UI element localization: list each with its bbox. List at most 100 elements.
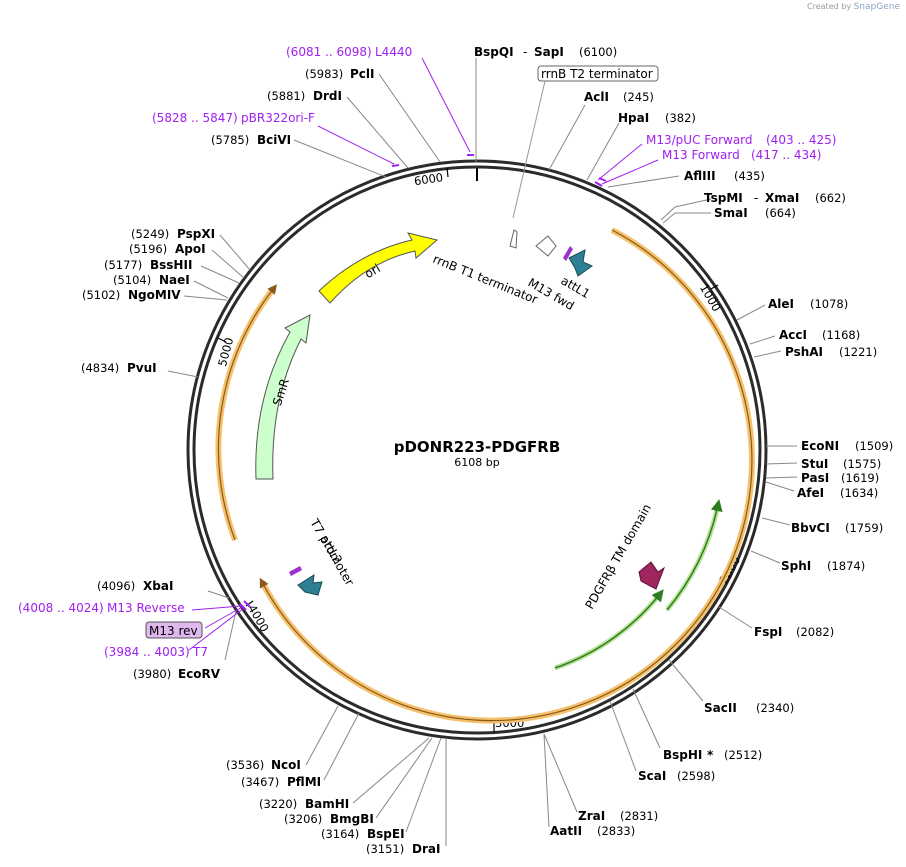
m13-rev-box-label: M13 rev [149,624,198,638]
enzyme-ncoi: NcoI [271,758,301,772]
ori-feature [318,232,439,304]
enzyme-bspei: BspEI [367,827,405,841]
enzyme-pspxi: PspXI [177,227,215,241]
enzyme-afei: AfeI [797,486,824,500]
enzyme-bcivi: BciVI [257,133,291,147]
primer-pbr322-range: (5828 .. 5847) [152,111,238,125]
enzyme-aatii: AatII [550,824,582,838]
enzyme-fspi: FspI [754,625,782,639]
primer-m13fwd-name: M13 Forward [662,148,740,162]
enzyme-bmgbi-pos: (3206) [284,812,322,826]
primer-m13rev-range: (4008 .. 4024) [18,601,104,615]
enzyme-bspei-pos: (3164) [321,827,359,841]
enzyme-bcivi-pos: (5785) [211,133,249,147]
enzyme-stui: StuI [801,457,828,471]
enzyme-ncoi-pos: (3536) [226,758,264,772]
primer-m13puc-name: M13/pUC Forward [646,133,753,147]
enzyme-naei-pos: (5104) [113,273,151,287]
enzyme-drdi: DrdI [313,89,342,103]
credit-prefix: Created by [807,2,852,11]
rrnb-t2-label: rrnB T2 terminator [541,67,653,81]
enzyme-xmai: XmaI [765,191,799,205]
plasmid-name: pDONR223-PDGFRB [394,438,561,456]
enzyme-aflii-pos: (435) [734,169,765,183]
enzyme-pshai: PshAI [785,345,823,359]
enzyme-apoi-pos: (5196) [129,242,167,256]
enzyme-sapi: SapI [534,45,564,59]
backbone-inner [192,165,762,735]
enzyme-bsphi-pos: (2512) [724,748,762,762]
pdgfrb-tm-feature [638,561,666,590]
rrnb-t1-feature [509,229,518,249]
enzyme-pcli-pos: (5983) [305,67,343,81]
primer-t7-name: T7 [192,645,208,659]
enzyme-pasi: PasI [801,471,829,485]
primer-pbr322-name: pBR322ori-F [241,111,315,125]
enzyme-scai: ScaI [638,769,666,783]
enzyme-smai-pos: (664) [765,206,796,220]
rrnb-t2-box [537,65,659,82]
enzyme-drai-pos: (3151) [366,842,404,856]
enzyme-econi: EcoNI [801,439,839,453]
enzyme-pflmi-pos: (3467) [241,775,279,789]
enzyme-drai: DraI [412,842,440,856]
enzyme-bsshii: BssHII [150,258,192,272]
rrnb-t1-label: rrnB T1 terminator [431,252,540,307]
enzyme-bmgbi: BmgBI [330,812,374,826]
enzyme-scai-pos: (2598) [677,769,715,783]
enzyme-pspxi-pos: (5249) [131,227,169,241]
enzyme-bamhi-pos: (3220) [259,797,297,811]
m13-rev-box [145,621,203,639]
enzyme-stui-pos: (1575) [843,457,881,471]
enzyme-fspi-pos: (2082) [796,625,834,639]
enzyme-bsphi: BspHI [663,748,702,762]
enzyme-afei-pos: (1634) [840,486,878,500]
enzyme-aatii-pos: (2833) [597,824,635,838]
primer-l4440-name: L4440 [375,45,412,59]
primer-leader-lines [188,57,659,651]
enzyme-hpai-pos: (382) [665,111,696,125]
enzyme-zrai: ZraI [578,809,605,823]
enzyme-bamhi: BamHI [305,797,349,811]
enzyme-sphi: SphI [781,559,811,573]
primer-l4440-range: (6081 .. 6098) [286,45,372,59]
enzyme-naei: NaeI [159,273,190,287]
enzyme-pshai-pos: (1221) [839,345,877,359]
enzyme-sacii: SacII [704,701,737,715]
enzyme-acli: AclI [584,90,609,104]
enzyme-tspmi-sep: - [754,191,758,205]
snapgene-credit: Created by SnapGene [807,2,900,12]
enzyme-drdi-pos: (5881) [267,89,305,103]
leader-lines [167,58,798,846]
primer-t7-range: (3984 .. 4003) [104,645,190,659]
enzyme-pasi-pos: (1619) [841,471,879,485]
enzyme-ngomiv-pos: (5102) [82,288,120,302]
enzyme-aflii: AflIII [684,169,716,183]
enzyme-sacii-pos: (2340) [756,701,794,715]
insert-arc-outer [665,504,721,612]
enzyme-pvui: PvuI [127,361,157,375]
primer-m13puc-range: (403 .. 425) [766,133,836,147]
enzyme-tspmi-pos: (662) [815,191,846,205]
snapgene-logo: SnapGene [853,2,900,12]
enzyme-bbvci: BbvCI [791,521,830,535]
orf-arc-left-line [217,284,277,541]
ori-label: ori [362,261,383,281]
attl1-primer-mark [563,246,573,261]
enzyme-pcli: PclI [350,67,375,81]
enzyme-bbvci-pos: (1759) [845,521,883,535]
enzyme-sphi-pos: (1874) [827,559,865,573]
attl2-label: attL2 [317,533,345,567]
attl1-feature [568,249,594,277]
backbone-outer [186,159,768,741]
enzyme-ecorv: EcoRV [178,667,221,681]
enzyme-bspqi-pos: (6100) [579,45,617,59]
enzyme-ngomiv: NgoMIV [128,288,181,302]
enzyme-bspqi-sep: - [523,45,527,59]
enzyme-hpai: HpaI [618,111,649,125]
enzyme-alei-pos: (1078) [810,297,848,311]
enzyme-alei: AleI [768,297,794,311]
pdgfrb-tm-label: PDGFRβ TM domain [582,501,654,611]
primer-m13rev-name: M13 Reverse [107,601,185,615]
